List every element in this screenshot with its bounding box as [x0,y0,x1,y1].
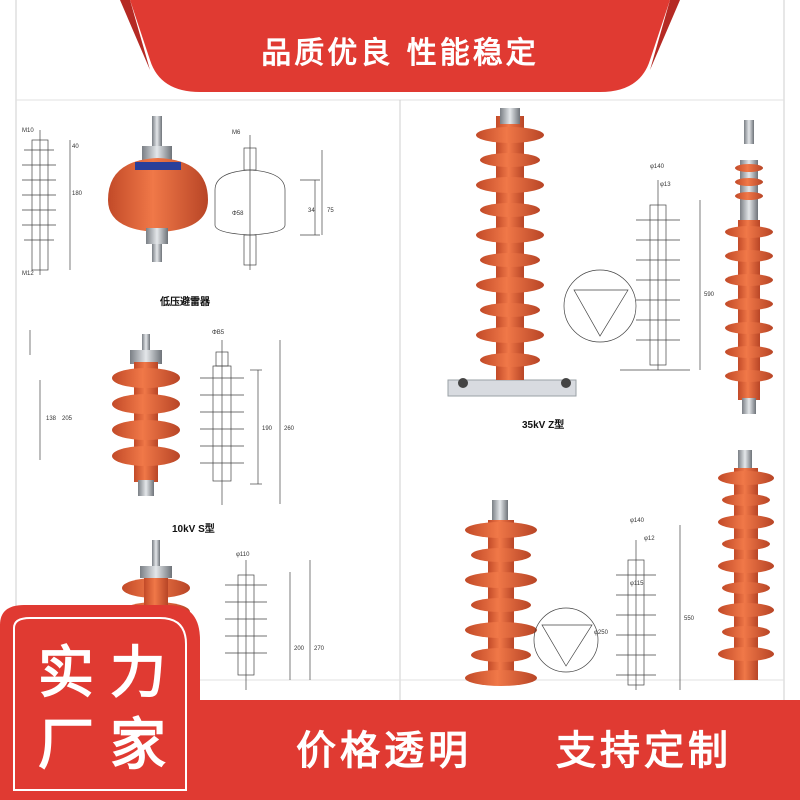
z35kv-arrester-photo [447,108,577,397]
lower-right-arrester-photo-a [465,500,537,686]
s10kv-dims: ΦB5 190 260 138 205 [46,330,295,432]
right-tall-arrester-photo [725,120,773,414]
svg-text:138: 138 [46,416,57,422]
svg-text:190: 190 [262,426,273,432]
svg-text:M12: M12 [22,271,34,277]
svg-text:M6: M6 [232,130,241,136]
svg-text:270: 270 [314,646,325,652]
svg-text:590: 590 [704,292,715,298]
low-voltage-dims: M6 Φ58 34 75 M10 M12 40 180 [22,128,334,277]
drawing-left-top [22,130,71,275]
slogan-left: 价格透明 [296,728,472,774]
svg-text:M10: M10 [22,128,34,134]
svg-text:550: 550 [684,616,695,622]
svg-text:φ140: φ140 [630,518,645,524]
lower-right-arrester-photo-b [718,450,774,680]
badge-char-3: 厂 [38,713,94,778]
svg-text:φ115: φ115 [630,581,644,587]
svg-text:40: 40 [72,144,79,150]
svg-text:75: 75 [327,208,334,214]
low-voltage-drawing [214,135,323,270]
lower-left-drawing [225,560,311,690]
svg-text:Φ58: Φ58 [232,211,244,217]
lower-right-drawing [533,525,681,690]
caption-35kv-z-type: 35kV Z型 [522,420,565,431]
lower-right-dims: φ140 φ12 φ115 550 φ250 [594,518,695,636]
z35kv-dims: φ140 φ13 590 [650,164,715,298]
svg-text:φ12: φ12 [644,536,655,542]
badge-shape [0,605,200,800]
banner-title: 品质优良 性能稳定 [261,36,539,71]
badge-char-1: 实 [38,641,94,706]
badge-char-4: 家 [110,713,166,778]
caption-10kv-s-type: 10kV S型 [172,524,215,535]
svg-text:260: 260 [284,426,295,432]
svg-text:ΦB5: ΦB5 [212,330,225,336]
svg-text:φ13: φ13 [660,182,671,188]
badge-char-2: 力 [110,641,166,706]
s10kv-arrester-photo [112,334,180,496]
s10kv-drawing [29,330,281,505]
top-banner-shape [130,0,670,92]
svg-text:180: 180 [72,191,83,197]
svg-text:34: 34 [308,208,315,214]
svg-text:205: 205 [62,416,73,422]
low-voltage-arrester-photo [108,116,208,262]
svg-text:φ110: φ110 [236,552,250,558]
svg-text:200: 200 [294,646,305,652]
caption-low-voltage: 低压避雷器 [160,297,210,308]
slogan-right: 支持定制 [556,728,732,774]
lower-left-dims: φ110 200 270 [236,552,325,652]
svg-text:φ250: φ250 [594,630,609,636]
z35kv-drawing [563,180,701,371]
svg-text:φ140: φ140 [650,164,665,170]
